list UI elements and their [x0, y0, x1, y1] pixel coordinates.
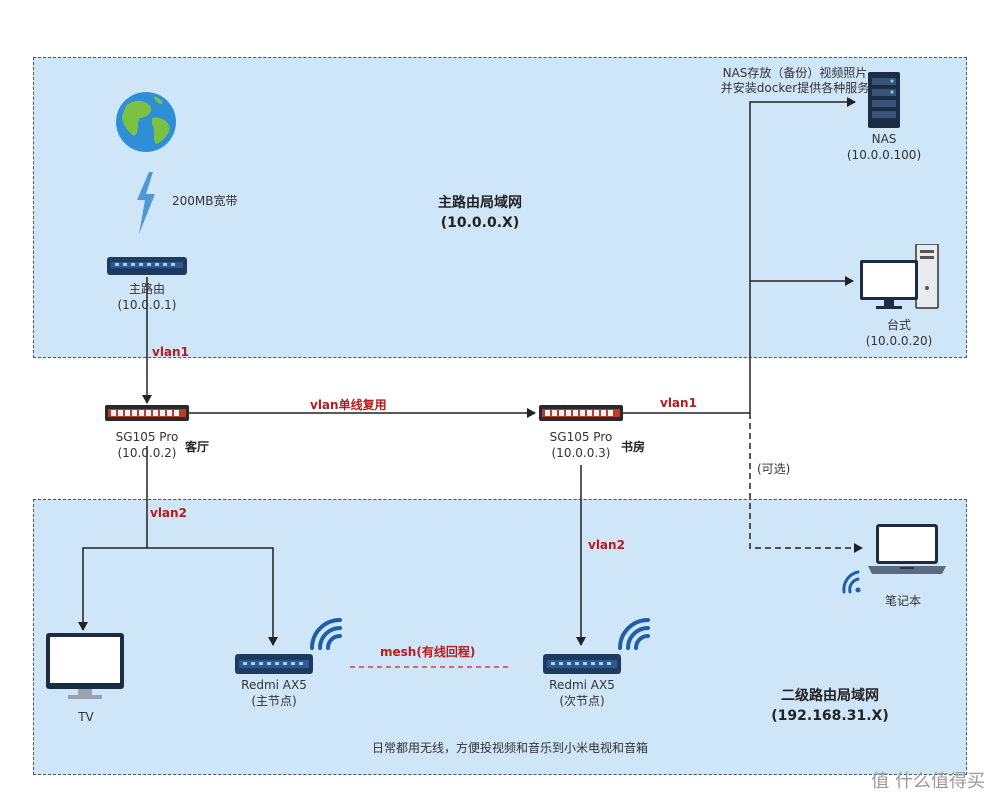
nas-name: NAS — [871, 132, 897, 146]
main-lan-zone — [33, 57, 967, 358]
switch-study-icon — [539, 405, 623, 421]
tv-name: TV — [78, 710, 94, 724]
laptop-name: 笔记本 — [884, 594, 921, 608]
mesh-label: mesh(有线回程) — [380, 645, 476, 659]
wifi-laptop-icon — [842, 570, 861, 594]
link-ax5-main — [147, 547, 278, 646]
secondary-zone-title: 二级路由局域网 — [781, 688, 879, 704]
main-zone-subnet: (10.0.0.X) — [440, 215, 520, 231]
secondary-zone-subnet: (192.168.31.X) — [771, 708, 889, 724]
nas-note-1: NAS存放（备份）视频照片 — [722, 66, 868, 80]
link-study-backbone — [623, 97, 856, 414]
lightning-icon — [137, 172, 155, 234]
nas-server-icon — [868, 72, 900, 128]
wifi-ax5-sub-icon — [618, 618, 650, 650]
router-icon — [107, 257, 187, 275]
desktop-name: 台式 — [886, 318, 911, 332]
laptop-icon — [868, 524, 946, 574]
vlan1-router-label: vlan1 — [152, 345, 189, 359]
main-router-name: 主路由 — [128, 282, 165, 296]
switch-study-room: 书房 — [621, 440, 646, 454]
switch-living-name: SG105 Pro — [115, 430, 179, 444]
main-zone-title: 主路由局域网 — [438, 195, 522, 211]
footer-note: 日常都用无线，方便投视频和音乐到小米电视和音箱 — [371, 741, 648, 755]
secondary-lan-zone — [33, 499, 967, 775]
vlan2-study-label: vlan2 — [588, 538, 625, 552]
ax5-sub-role: (次节点) — [559, 694, 605, 708]
wifi-ax5-main-icon — [310, 618, 342, 650]
vlan2-living-label: vlan2 — [150, 506, 187, 520]
router-ax5-main-icon — [235, 654, 313, 674]
ax5-main-name: Redmi AX5 — [241, 678, 307, 692]
globe-icon — [116, 92, 176, 152]
watermark: 值 什么值得买 — [871, 771, 985, 792]
switch-living-icon — [105, 405, 189, 421]
switch-study-ip: (10.0.0.3) — [551, 446, 611, 460]
link-laptop-optional — [749, 413, 863, 553]
main-router-ip: (10.0.0.1) — [117, 298, 177, 312]
optional-label: (可选) — [757, 462, 791, 476]
nas-note-2: 并安装docker提供各种服务 — [720, 81, 870, 95]
router-ax5-sub-icon — [543, 654, 621, 674]
vlan1-study-label: vlan1 — [660, 396, 697, 410]
ax5-sub-name: Redmi AX5 — [549, 678, 615, 692]
desktop-computer-icon — [860, 244, 939, 309]
nas-ip: (10.0.0.100) — [846, 148, 922, 162]
ax5-main-role: (主节点) — [251, 694, 297, 708]
switch-living-room: 客厅 — [185, 440, 210, 454]
broadband-label: 200MB宽带 — [172, 194, 238, 208]
tv-icon — [46, 633, 124, 699]
vlan-trunk-label: vlan单线复用 — [310, 398, 387, 412]
switch-study-name: SG105 Pro — [549, 430, 613, 444]
link-tv — [78, 547, 147, 631]
switch-living-ip: (10.0.0.2) — [117, 446, 177, 460]
desktop-ip: (10.0.0.20) — [865, 334, 933, 348]
